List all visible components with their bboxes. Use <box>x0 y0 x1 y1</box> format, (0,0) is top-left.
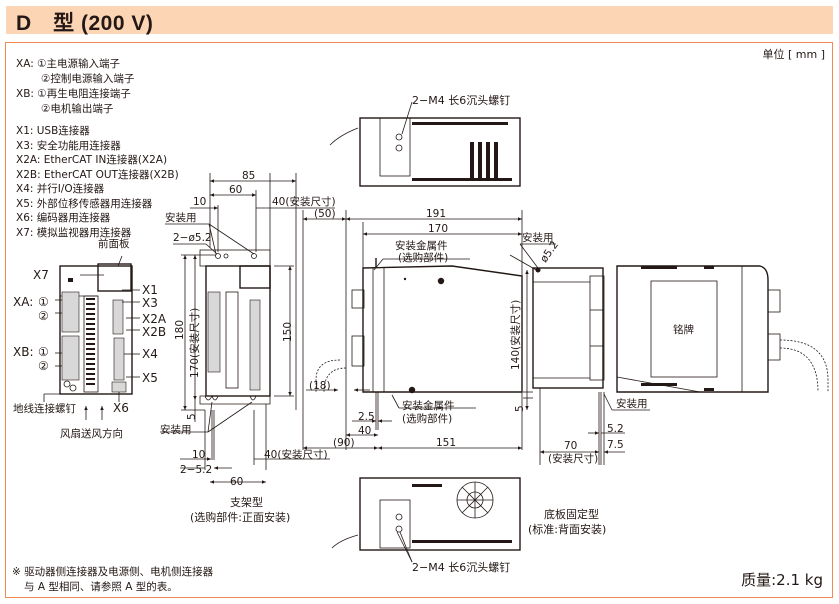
dim-5: 5 <box>186 413 198 420</box>
top-view-drawing <box>329 101 521 187</box>
dim-50: (50) <box>314 208 336 220</box>
bracket-metal-sub-top: (选购部件) <box>398 252 449 264</box>
bottom-view-drawing <box>331 477 521 563</box>
legend-xa-prefix: XA: <box>16 58 34 70</box>
x2a-label: X2A <box>142 312 167 326</box>
base-caption-2: (标准:背面安装) <box>528 523 607 536</box>
base-mount-label-bottom: 安装用 <box>616 398 648 410</box>
nameplate-label: 铭牌 <box>673 324 694 336</box>
dim-40-bottom: 40(安装尺寸) <box>264 449 328 461</box>
dim-10-top: 10 <box>193 196 207 208</box>
legend-xb-prefix: XB: <box>16 88 34 100</box>
xb-terminal <box>61 335 80 381</box>
xb-label: XB: <box>13 345 34 359</box>
side-view-drawing <box>302 210 523 450</box>
dim-2-5: 2.5 <box>358 411 375 423</box>
dim-40-side: 40 <box>358 425 372 437</box>
x6-connector <box>111 381 127 393</box>
base-mount-label-top: 安装用 <box>522 232 554 244</box>
dim-151: 151 <box>436 437 457 449</box>
legend-xa-2: ②控制电源输入端子 <box>41 73 135 85</box>
x1-label: X1 <box>142 283 158 297</box>
legend-xa-1: ①主电源输入端子 <box>37 58 120 70</box>
section-title: D 型 (200 V) <box>16 12 154 35</box>
x3-label: X3 <box>142 296 158 310</box>
drawing-panel <box>5 42 833 598</box>
legend-connector: X4: 并行I/O连接器 <box>16 183 105 195</box>
bracket-metal-label-top: 安装金属件 <box>395 240 448 252</box>
dim-90: (90) <box>333 437 355 449</box>
x4-label: X4 <box>142 347 158 361</box>
nameplate-box <box>650 280 718 378</box>
xa-label: XA: <box>13 295 34 309</box>
bracket-view-drawing <box>160 173 335 484</box>
dim-70-sub: (安装尺寸) <box>548 453 599 465</box>
footnote-line-1: ※ 驱动器侧连接器及电源侧、电机侧连接器 <box>12 566 214 578</box>
x2b-label: X2B <box>142 325 167 339</box>
mount-label-top: 安装用 <box>165 212 197 224</box>
dim-40-top: 40(安装尺寸) <box>272 196 336 208</box>
base-view-drawing <box>509 243 650 465</box>
legend-xb-1: ①再生电阻连接端子 <box>37 88 131 100</box>
legend-connector: X7: 模拟监视器用连接器 <box>16 226 132 239</box>
legend-connectors: X1: USB连接器 X3: 安全功能用连接器 X2A: EtherCAT IN… <box>16 124 179 240</box>
bracket-caption-1: 支架型 <box>230 496 263 509</box>
dim-170-side: 170 <box>428 223 449 235</box>
x4-connector <box>113 337 125 381</box>
footnote: ※ 驱动器侧连接器及电源侧、电机侧连接器 与 A 型相同、请参照 A 型的表。 <box>12 565 213 595</box>
dim-60-top: 60 <box>229 184 243 196</box>
legend-xb-2: ②电机输出端子 <box>41 103 114 115</box>
dim-170-mount: 170(安装尺寸) <box>189 307 201 378</box>
legend-connector: X3: 安全功能用连接器 <box>16 139 121 152</box>
dim-18: (18) <box>309 380 331 392</box>
xa-terminal <box>61 291 80 333</box>
bracket-caption-2: (选购部件:正面安装) <box>190 511 291 524</box>
mass-label: 质量:2.1 kg <box>741 571 823 589</box>
front-panel-window <box>97 263 132 292</box>
hole-spec-top: 2−ø5.2 <box>173 232 212 244</box>
screw-spec-top: 2−M4 长6沉头螺钉 <box>412 94 511 107</box>
dim-180: 180 <box>174 319 186 340</box>
dim-85: 85 <box>242 170 256 182</box>
fan-direction-label: 风扇送风方向 <box>60 428 123 440</box>
screw-spec-bottom: 2−M4 长6沉头螺钉 <box>412 561 511 574</box>
x7-label: X7 <box>33 268 49 282</box>
dim-10-bottom: 10 <box>192 449 206 461</box>
legend-connector: X2B: EtherCAT OUT连接器(X2B) <box>16 168 179 181</box>
dim-60-bottom: 60 <box>230 476 244 488</box>
section-header: D 型 (200 V) <box>6 6 833 35</box>
nameplate-view-drawing <box>616 265 829 393</box>
dim-5-2: 5.2 <box>607 423 624 435</box>
legend-connector: X6: 编码器用连接器 <box>16 212 111 224</box>
unit-label: 单位 [ mm ] <box>762 48 825 61</box>
mount-label-bottom: 安装用 <box>160 424 192 436</box>
front-view-drawing <box>43 255 140 420</box>
bracket-metal-sub-bottom: (选购部件) <box>402 413 453 425</box>
slot-spec-bottom: 2−5.2 <box>180 464 213 476</box>
legend-connector: X1: USB连接器 <box>16 125 90 137</box>
dim-191: 191 <box>426 208 447 220</box>
xa-circ2: ② <box>38 309 49 323</box>
footnote-line-2: 与 A 型相同、请参照 A 型的表。 <box>24 581 178 593</box>
legend-connector: X2A: EtherCAT IN连接器(X2A) <box>16 154 168 166</box>
legend-xa: XA: ①主电源输入端子 ②控制电源输入端子 XB: ①再生电阻连接端子 ②电机… <box>16 57 134 117</box>
dim-150: 150 <box>282 321 294 342</box>
xb-circ2: ② <box>38 359 49 373</box>
xa-circ1: ① <box>38 295 49 309</box>
base-caption-1: 底板固定型 <box>544 508 599 521</box>
bracket-metal-label-bottom: 安装金属件 <box>402 400 455 412</box>
dim-70: 70 <box>564 440 578 452</box>
front-panel-label: 前面板 <box>98 238 130 250</box>
xb-circ1: ① <box>38 345 49 359</box>
base-dim-5: 5 <box>514 405 526 412</box>
x6-label: X6 <box>113 401 129 415</box>
ground-screw-label: 地线连接螺钉 <box>13 403 76 415</box>
dim-140-mount: 140(安装尺寸) <box>510 299 522 370</box>
x5-label: X5 <box>142 371 158 385</box>
legend-connector: X5: 外部位移传感器用连接器 <box>16 197 153 210</box>
dim-7-5: 7.5 <box>607 439 624 451</box>
